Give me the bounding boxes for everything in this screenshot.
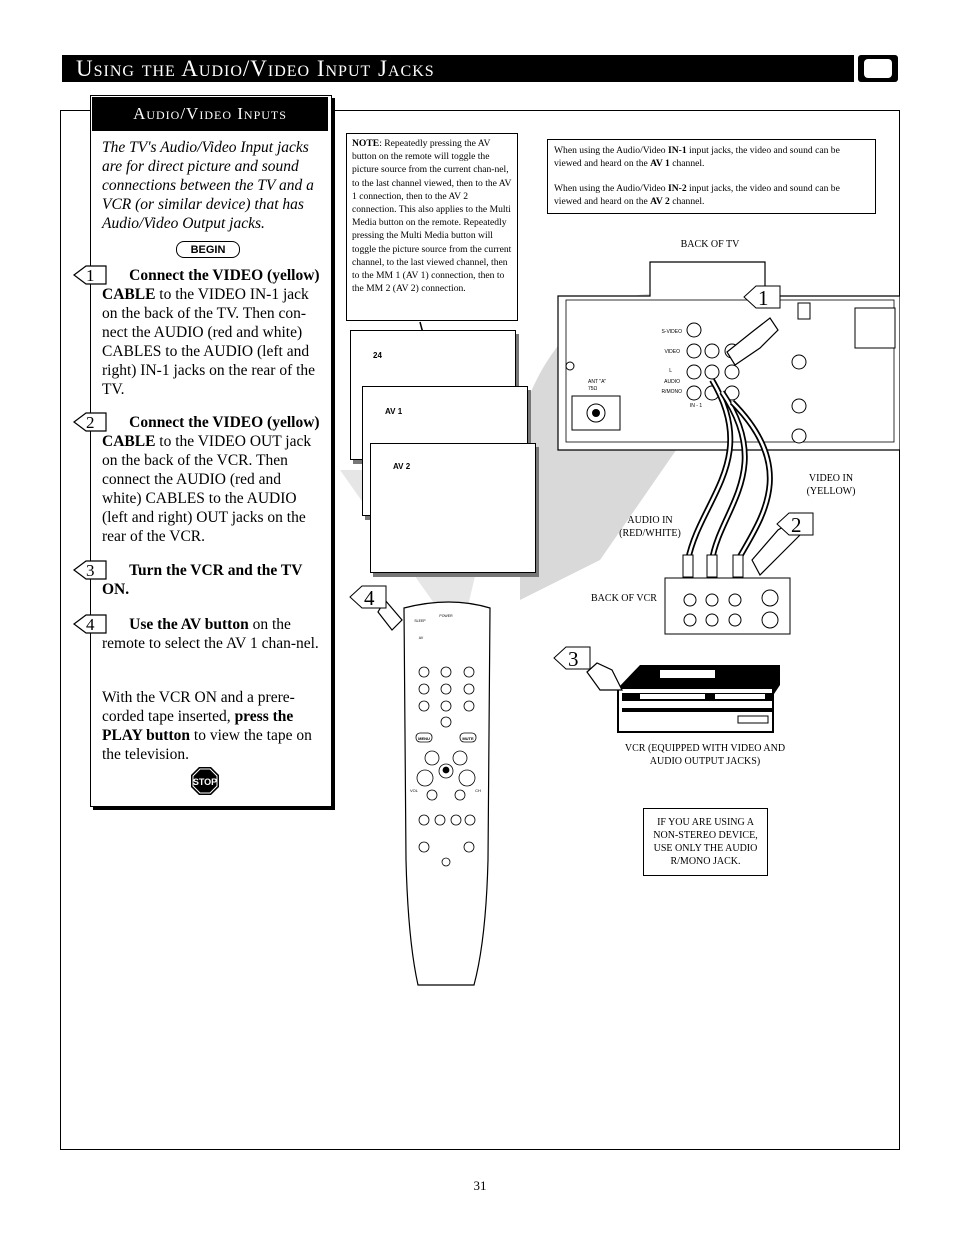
back-of-vcr-label: BACK OF VCR bbox=[591, 593, 657, 604]
callout-1: 1 bbox=[758, 286, 769, 309]
step-4-number: 4 bbox=[86, 615, 95, 634]
page-number: 31 bbox=[473, 1178, 487, 1193]
info-paragraph-1: When using the Audio/Video IN-1 input ja… bbox=[554, 145, 840, 169]
section-heading: Audio/Video Inputs bbox=[92, 97, 328, 131]
step-3-bold: Turn the VCR and the TV ON. bbox=[102, 562, 303, 598]
step-1-number-icon: 1 bbox=[73, 265, 107, 285]
step-1-bold: Connect the VIDEO (yellow) CABLE bbox=[102, 267, 320, 303]
step-1-text: Connect the VIDEO (yellow) CABLE to the … bbox=[102, 266, 320, 399]
step-2-body: to the VIDEO OUT jack on the back of the… bbox=[102, 433, 312, 545]
step-3-number: 3 bbox=[86, 561, 95, 580]
callout-1-icon: 1 bbox=[743, 285, 781, 309]
remote-av-label: AV bbox=[419, 636, 424, 640]
step-4-body: on the remote to select the AV 1 chan-ne… bbox=[102, 616, 319, 652]
closing-post: to view the tape on the television. bbox=[102, 727, 312, 763]
svideo-label: S-VIDEO bbox=[661, 329, 682, 335]
audio-in-label: AUDIO IN (RED/WHITE) bbox=[619, 515, 681, 539]
ant-label: ANT "A" bbox=[588, 379, 606, 385]
content-frame bbox=[60, 110, 900, 1150]
screen-av2-label: AV 2 bbox=[393, 462, 411, 471]
in1-label: IN - 1 bbox=[690, 403, 702, 409]
intro-text: The TV's Audio/Video Input jacks are for… bbox=[102, 139, 314, 232]
stop-sign-icon: STOP bbox=[191, 767, 219, 795]
step-2-number: 2 bbox=[86, 413, 95, 432]
closing-text: With the VCR ON and a prere-corded tape … bbox=[102, 688, 320, 764]
screen-av2: AV 2 bbox=[370, 443, 536, 573]
remote-control bbox=[403, 601, 491, 986]
step-1-body: to the VIDEO IN-1 jack on the back of th… bbox=[102, 286, 316, 398]
step-3-text: Turn the VCR and the TV ON. bbox=[102, 561, 320, 599]
remote-menu-label: MENU bbox=[418, 736, 430, 741]
begin-badge: BEGIN bbox=[176, 241, 240, 258]
step-2-text: Connect the VIDEO (yellow) CABLE to the … bbox=[102, 413, 320, 546]
remote-power-label: POWER bbox=[439, 614, 453, 618]
remote-buttons bbox=[415, 666, 477, 867]
back-of-tv-label: BACK OF TV bbox=[680, 239, 740, 250]
tv-icon bbox=[858, 55, 898, 82]
callout-2-icon: 2 bbox=[776, 512, 814, 536]
video-in-label: VIDEO IN (YELLOW) bbox=[806, 473, 856, 497]
step-4-bold: Use the AV button bbox=[129, 616, 249, 633]
callout-3: 3 bbox=[568, 647, 579, 670]
l-label: L bbox=[669, 368, 672, 374]
closing-bold: press the PLAY button bbox=[102, 708, 294, 744]
screen-channel-label: 24 bbox=[373, 351, 382, 360]
info-paragraph-2: When using the Audio/Video IN-2 input ja… bbox=[554, 183, 840, 207]
remote-vol-label: VOL bbox=[410, 788, 419, 793]
step-3-number-icon: 3 bbox=[73, 560, 107, 580]
instruction-panel bbox=[90, 95, 332, 807]
step-2-bold: Connect the VIDEO (yellow) CABLE bbox=[102, 414, 320, 450]
step-4-number-icon: 4 bbox=[73, 614, 107, 634]
connection-diagram: POWER SLEEP MENU MUTE VOL CH AV S-VIDEO … bbox=[340, 261, 900, 986]
note-box: NOTE: Repeatedly pressing the AV button … bbox=[346, 133, 518, 321]
step-2-number-icon: 2 bbox=[73, 412, 107, 432]
audio-label: AUDIO bbox=[664, 379, 680, 385]
callout-3-icon: 3 bbox=[553, 646, 591, 670]
video-label: VIDEO bbox=[664, 349, 680, 355]
closing-pre: With the VCR ON and a prere-corded tape … bbox=[102, 689, 295, 725]
page-title: Using the Audio/Video Input Jacks bbox=[62, 55, 854, 82]
mono-note-box: IF YOU ARE USING A NON-STEREO DEVICE, US… bbox=[643, 808, 768, 876]
screen-av1-label: AV 1 bbox=[385, 407, 403, 416]
note-text: : Repeatedly pressing the AV button on t… bbox=[352, 138, 512, 295]
step-1-number: 1 bbox=[86, 266, 95, 285]
note-label: NOTE bbox=[352, 138, 380, 149]
remote-mute-label: MUTE bbox=[462, 736, 474, 741]
remote-sleep-label: SLEEP bbox=[414, 619, 426, 623]
callout-2: 2 bbox=[791, 513, 802, 536]
callout-4-icon: 4 bbox=[349, 585, 387, 609]
step-4-text: Use the AV button on the remote to selec… bbox=[102, 615, 320, 653]
rmono-label: R/MONO bbox=[661, 389, 682, 395]
vcr-label: VCR (EQUIPPED WITH VIDEO AND AUDIO OUTPU… bbox=[624, 743, 786, 767]
callout-4: 4 bbox=[364, 586, 375, 609]
stop-label: STOP bbox=[193, 777, 217, 787]
ohm-label: 75Ω bbox=[588, 386, 598, 392]
info-box: When using the Audio/Video IN-1 input ja… bbox=[547, 139, 876, 214]
remote-ch-label: CH bbox=[475, 788, 481, 793]
